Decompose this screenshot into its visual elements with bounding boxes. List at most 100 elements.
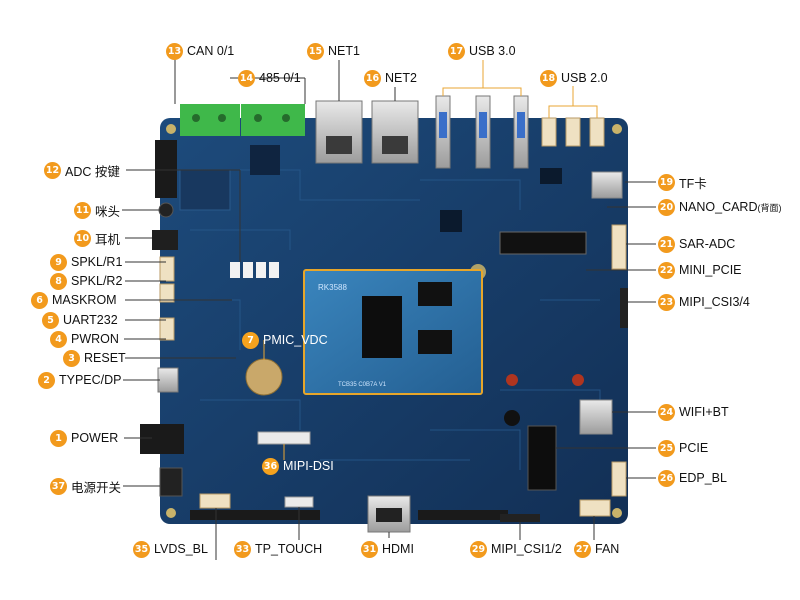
mini-pcie-slot [499, 231, 587, 255]
number-badge: 12 [44, 161, 61, 179]
callout-label: RESET [84, 351, 126, 365]
callout-label: MIPI_CSI1/2 [491, 542, 562, 556]
callout-label: PCIE [679, 441, 709, 455]
callout-tf-card: 19 TF卡 [658, 172, 707, 192]
callout-edp-bl: 26 EDP_BL [658, 468, 727, 488]
number-badge: 18 [540, 69, 557, 87]
edp-bl-header [611, 461, 627, 497]
callout-spkl-r1: 9 SPKL/R1 [50, 252, 122, 272]
button [269, 262, 279, 278]
callout-hdmi: 31 HDMI [361, 539, 414, 559]
button [256, 262, 266, 278]
number-badge: 13 [166, 42, 183, 60]
csi34-connector [620, 288, 628, 328]
callout-can: 13 CAN 0/1 [166, 41, 234, 61]
callout-label: PWRON [71, 332, 119, 346]
chip [179, 169, 231, 211]
callout-label: TP_TOUCH [255, 542, 323, 556]
number-badge: 10 [74, 229, 91, 247]
usb2-header [541, 117, 557, 147]
callout-label: NET2 [385, 71, 417, 85]
callout-adc-keys: 12 ADC 按键 [44, 160, 120, 180]
number-badge: 16 [364, 69, 381, 87]
coin-battery [245, 358, 283, 396]
callout-label: MINI_PCIE [679, 263, 742, 277]
callout-label: UART232 [63, 313, 118, 327]
callout-lvds-bl: 35 LVDS_BL [133, 539, 208, 559]
callout-label: MASKROM [52, 293, 117, 307]
tp-touch-connector [284, 496, 314, 508]
number-badge: 19 [658, 173, 675, 191]
pin-header [190, 510, 320, 520]
number-badge: 36 [262, 457, 279, 475]
callout-label: FAN [595, 542, 620, 556]
core-silk-bottom: TCB35 C0B7A V1 [338, 382, 387, 388]
callout-pmic-vdc: 7 PMIC_VDC [242, 330, 328, 350]
callout-label: LVDS_BL [154, 542, 208, 556]
number-badge: 20 [658, 198, 675, 216]
callout-power: 1 POWER [50, 428, 118, 448]
number-badge: 1 [50, 429, 67, 447]
chip [540, 168, 562, 184]
callout-net2: 16 NET2 [364, 68, 417, 88]
fan-header [579, 499, 611, 517]
callout-uart232: 5 UART232 [42, 310, 118, 330]
number-badge: 29 [470, 540, 487, 558]
number-badge: 3 [63, 349, 80, 367]
usb2-bracket [548, 86, 598, 118]
spk-header [159, 283, 175, 303]
number-badge: 17 [448, 42, 465, 60]
usb2-header [589, 117, 605, 147]
sar-adc-header [611, 224, 627, 270]
number-badge: 33 [234, 540, 251, 558]
number-badge: 11 [74, 201, 91, 219]
button [243, 262, 253, 278]
pcie-slot [527, 425, 557, 491]
callout-mini-pcie: 22 MINI_PCIE [658, 260, 742, 280]
callout-spkl-r2: 8 SPKL/R2 [50, 271, 122, 291]
number-badge: 31 [361, 540, 378, 558]
number-badge: 22 [658, 261, 675, 279]
callout-label: EDP_BL [679, 471, 727, 485]
ram-chip [418, 282, 452, 306]
callout-label: MIPI_CSI3/4 [679, 295, 750, 309]
callout-pwron: 4 PWRON [50, 329, 119, 349]
callout-label: PMIC_VDC [263, 333, 328, 347]
callout-net1: 15 NET1 [307, 41, 360, 61]
typec-port [157, 367, 179, 393]
callout-label: TYPEC/DP [59, 373, 122, 387]
callout-label: 电源开关 [71, 480, 122, 495]
mounting-hole [612, 508, 622, 518]
mounting-hole [612, 124, 622, 134]
uart-header [159, 317, 175, 341]
callout-label: SPKL/R1 [71, 255, 123, 269]
callout-label: USB 3.0 [469, 44, 516, 58]
callout-label: SPKL/R2 [71, 274, 123, 288]
number-badge: 2 [38, 371, 55, 389]
rs485-terminal [241, 104, 305, 136]
number-badge: 15 [307, 42, 324, 60]
ram-chip [418, 330, 452, 354]
core-silk-top: RK3588 [318, 283, 347, 292]
callout-power-switch: 37 电源开关 [50, 476, 121, 496]
callout-mipi-csi12: 29 MIPI_CSI1/2 [470, 539, 562, 559]
callout-typec-dp: 2 TYPEC/DP [38, 370, 122, 390]
callout-label: HDMI [382, 542, 414, 556]
number-badge: 14 [238, 69, 255, 87]
callout-label: USB 2.0 [561, 71, 608, 85]
number-badge: 7 [242, 331, 259, 349]
callout-usb2: 18 USB 2.0 [540, 68, 608, 88]
usb2-header [565, 117, 581, 147]
callout-label: ADC 按键 [65, 164, 120, 179]
mic [158, 202, 174, 218]
callout-485: 14 485 0/1 [238, 68, 301, 88]
wifi-bt-module [579, 399, 613, 435]
number-badge: 35 [133, 540, 150, 558]
callout-usb3: 17 USB 3.0 [448, 41, 516, 61]
callout-label: 485 0/1 [259, 71, 301, 85]
number-badge: 26 [658, 469, 675, 487]
callout-maskrom: 6 MASKROM [31, 290, 117, 310]
number-badge: 4 [50, 330, 67, 348]
callout-label: 耳机 [95, 232, 121, 247]
